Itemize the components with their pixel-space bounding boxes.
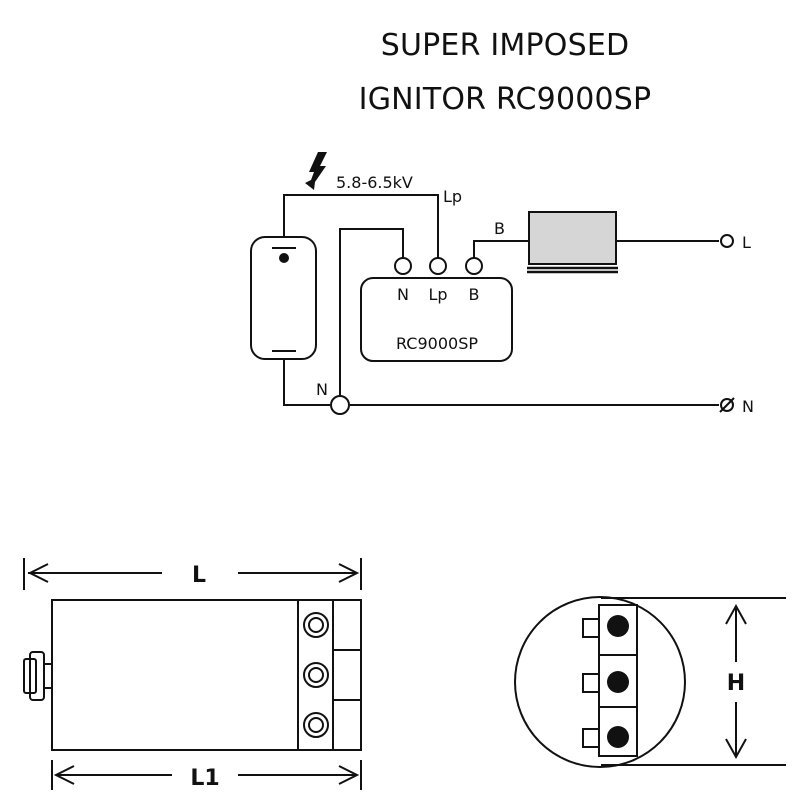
node-n-label: N (316, 380, 328, 399)
dim-l1-arrow-right (338, 765, 360, 785)
lp-wire (283, 194, 439, 258)
end-terminal-tab-2 (582, 673, 600, 693)
cable-gland-outer (29, 651, 45, 701)
end-terminal-tab-1 (582, 618, 600, 638)
ignitor-pin-b-label: B (469, 285, 480, 304)
dim-l1-arrow-left (53, 765, 75, 785)
dim-l-arrow-left (27, 563, 49, 583)
voltage-label: 5.8-6.5kV (336, 173, 413, 192)
b-wire (473, 240, 529, 258)
terminal-n-slash (719, 397, 735, 413)
dim-h-arrow-bottom (725, 738, 747, 760)
dim-h-label: H (727, 671, 745, 696)
end-terminal-screw-2 (607, 671, 629, 693)
terminal-screw-3-inner (308, 717, 324, 733)
terminal-screw-1-inner (308, 617, 324, 633)
terminal-l-label: L (742, 233, 751, 252)
ignitor-pin-lp-label: Lp (428, 285, 447, 304)
dim-l-arrow-right (338, 563, 360, 583)
terminal-screw-2-outer (303, 662, 329, 688)
cable-gland-inner (23, 658, 37, 694)
end-view-circle (514, 596, 686, 768)
lp-wire-label: Lp (443, 187, 462, 206)
ignitor-pin-lp (429, 257, 447, 275)
diagram-title-line1: SUPER IMPOSED (380, 28, 630, 63)
dim-h-arrow-top (725, 603, 747, 625)
diagram-title-line2: IGNITOR RC9000SP (358, 82, 652, 117)
ignitor-name-label: RC9000SP (396, 334, 478, 353)
dim-l1-label: L1 (190, 766, 219, 791)
lamp-n-wire (283, 359, 330, 406)
ignitor-pin-b (465, 257, 483, 275)
end-terminal-tab-3 (582, 728, 600, 748)
terminal-screw-3-outer (303, 712, 329, 738)
ignitor-box (360, 277, 513, 362)
b-wire-label: B (494, 219, 505, 238)
ignitor-pin-n (394, 257, 412, 275)
end-terminal-screw-1 (607, 615, 629, 637)
ballast (528, 211, 617, 265)
terminal-screw-2-inner (308, 667, 324, 683)
end-terminal-screw-3 (607, 726, 629, 748)
n-pin-wire (339, 228, 404, 395)
terminal-l (720, 234, 734, 248)
terminal-n-label: N (742, 397, 754, 416)
terminal-screw-1-outer (303, 612, 329, 638)
lamp-dot (279, 253, 289, 263)
high-voltage-lightning-icon (305, 152, 327, 190)
ignitor-body (51, 599, 362, 751)
dim-l-label: L (192, 563, 206, 588)
ignitor-pin-n-label: N (397, 285, 409, 304)
neutral-node (330, 395, 350, 415)
